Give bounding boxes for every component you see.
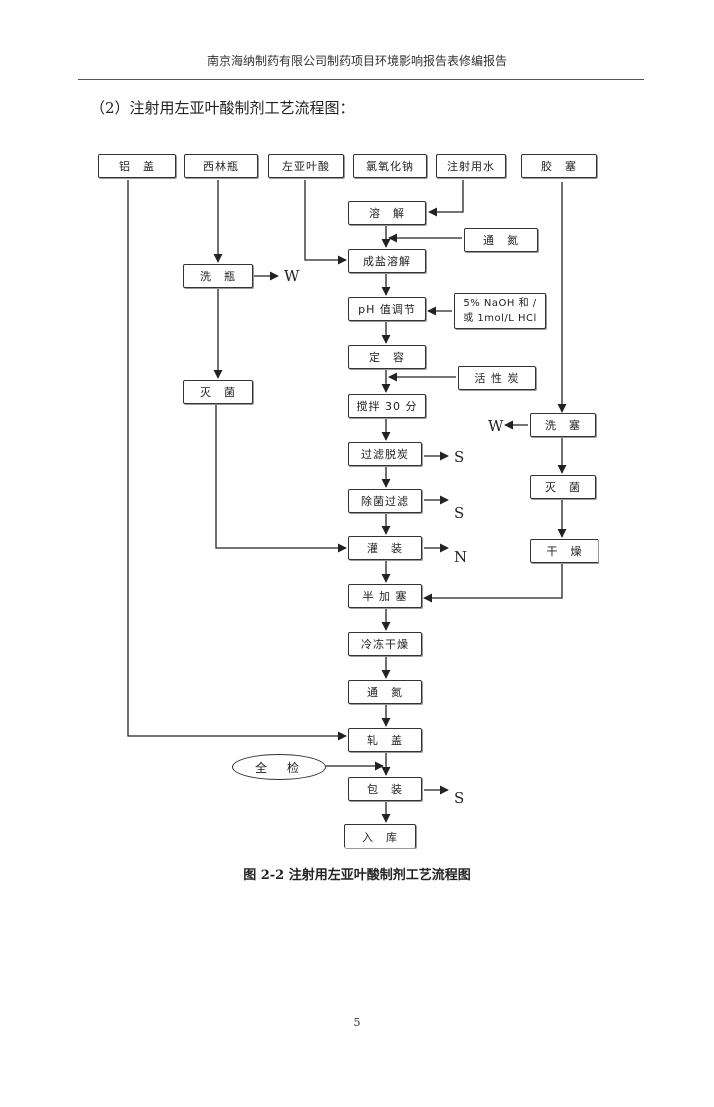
page-header: 南京海纳制药有限公司制药项目环境影响报告表修编报告 <box>206 54 507 68</box>
step-fill: 灌 装 <box>348 536 422 560</box>
input-sodium-chloride: 氯氧化钠 <box>353 154 427 178</box>
figure-caption: 图 2-2 注射用左亚叶酸制剂工艺流程图 <box>243 868 471 883</box>
ph-reagent-line-1: 5% NaOH 和 / <box>463 298 537 309</box>
vial-sterilize: 灭 菌 <box>183 380 253 404</box>
step-ph-adjust: pH 值调节 <box>348 297 426 321</box>
ph-reagent-line-2: 或 1mol/L HCl <box>463 313 537 324</box>
output-fill-n: N <box>454 548 468 566</box>
output-filter-decarbon-s: S <box>454 448 465 466</box>
additive-ph-reagent: 5% NaOH 和 / 或 1mol/L HCl <box>454 293 546 329</box>
page-number: 5 <box>353 1016 361 1029</box>
inspection-ellipse: 全 检 <box>232 754 326 780</box>
step-crimp-cap: 轧 盖 <box>348 728 422 752</box>
output-sterile-filter-s: S <box>454 504 465 522</box>
step-freeze-dry: 冷冻干燥 <box>348 632 422 656</box>
step-sterile-filter: 除菌过滤 <box>348 489 422 513</box>
stopper-sterilize: 灭 菌 <box>530 475 596 499</box>
input-water-for-injection: 注射用水 <box>436 154 506 178</box>
additive-nitrogen: 通 氮 <box>464 228 538 252</box>
step-warehouse: 入 库 <box>344 824 416 848</box>
additive-activated-carbon: 活 性 炭 <box>458 366 536 390</box>
input-rubber-stopper: 胶 塞 <box>521 154 597 178</box>
step-package: 包 装 <box>348 777 422 801</box>
section-title: （2）注射用左亚叶酸制剂工艺流程图： <box>90 99 355 117</box>
stopper-dry: 干 燥 <box>530 539 598 563</box>
step-constant-volume: 定 容 <box>348 345 426 369</box>
step-filter-decarbon: 过滤脱炭 <box>348 442 422 466</box>
input-vial: 西林瓶 <box>184 154 258 178</box>
output-package-s: S <box>454 789 465 807</box>
step-salt-dissolve: 成盐溶解 <box>348 249 426 273</box>
input-aluminum-cap: 铝 盖 <box>98 154 176 178</box>
header-rule <box>78 79 644 80</box>
step-nitrogen-fill: 通 氮 <box>348 680 422 704</box>
step-half-stopper: 半 加 塞 <box>348 584 422 608</box>
step-stir: 搅拌 30 分 <box>348 394 426 418</box>
input-levoleucovorin: 左亚叶酸 <box>268 154 344 178</box>
output-vial-wash-w: W <box>284 267 300 285</box>
stopper-wash: 洗 塞 <box>530 413 596 437</box>
output-stopper-wash-w: W <box>488 417 504 435</box>
vial-wash: 洗 瓶 <box>183 264 253 288</box>
step-dissolve: 溶 解 <box>348 201 426 225</box>
